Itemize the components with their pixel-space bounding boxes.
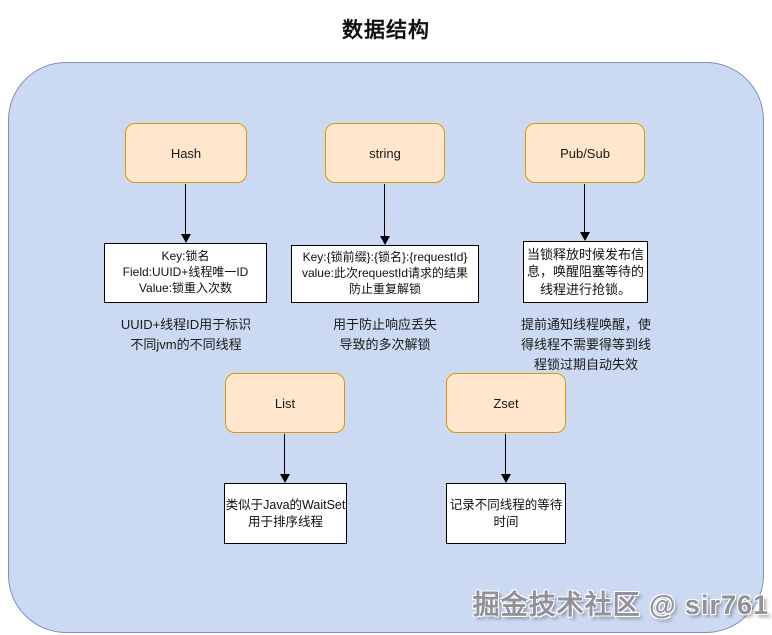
node-string: string (325, 123, 445, 183)
detail-line: 防止重复解锁 (348, 281, 421, 296)
detail-box-zset: 记录不同线程的等待 时间 (446, 483, 566, 544)
diagram-title: 数据结构 (342, 19, 430, 42)
arrow-down-zset-icon (500, 434, 511, 483)
node-list: List (225, 373, 345, 433)
caption-line: 提前通知线程唤醒，使 (520, 317, 651, 332)
watermark: 掘金技术社区 @ sir761 (472, 590, 769, 620)
caption-line: 用于防止响应丢失 (332, 317, 437, 332)
caption-string: 用于防止响应丢失 导致的多次解锁 (290, 315, 480, 355)
detail-box-pubsub: 当锁释放时候发布信 息，唤醒阻塞等待的 线程进行抢锁。 (523, 241, 648, 303)
detail-line: 线程进行抢锁。 (539, 281, 631, 297)
caption-line: 得线程不需要得等到线 (520, 337, 651, 353)
detail-line: Key:锁名 (161, 249, 210, 264)
caption-line: 导致的多次解锁 (339, 337, 431, 353)
node-hash: Hash (125, 123, 247, 183)
caption-line: 不同jvm的不同线程 (130, 337, 242, 353)
node-pubsub: Pub/Sub (525, 123, 645, 183)
detail-line: Key:{锁前缀}:{锁名}:{requestId} (302, 250, 468, 265)
arrow-down-list-icon (279, 434, 290, 483)
detail-line: 当锁释放时候发布信 (526, 247, 644, 263)
detail-box-list: 类似于Java的WaitSet 用于排序线程 (224, 483, 347, 544)
detail-line: Value:锁重入次数 (138, 280, 233, 295)
arrow-down-pubsub-icon (579, 184, 590, 241)
detail-line: 类似于Java的WaitSet (225, 498, 346, 512)
caption-pubsub: 提前通知线程唤醒，使 得线程不需要得等到线 程锁过期自动失效 (491, 315, 681, 375)
caption-line: 程锁过期自动失效 (533, 357, 638, 373)
arrow-down-hash-icon (180, 184, 191, 243)
detail-box-hash: Key:锁名 Field:UUID+线程唯一ID Value:锁重入次数 (104, 243, 267, 303)
detail-line: 记录不同线程的等待 (449, 498, 563, 512)
arrow-down-string-icon (379, 184, 390, 245)
detail-line: 用于排序线程 (247, 514, 323, 529)
caption-line: UUID+线程ID用于标识 (120, 317, 252, 332)
detail-box-string: Key:{锁前缀}:{锁名}:{requestId} value:此次reque… (291, 245, 479, 303)
detail-line: value:此次requestId请求的结果 (301, 266, 469, 281)
node-zset: Zset (446, 373, 566, 433)
detail-line: Field:UUID+线程唯一ID (122, 265, 249, 280)
detail-line: 时间 (493, 514, 519, 529)
detail-line: 息，唤醒阻塞等待的 (526, 264, 644, 280)
caption-hash: UUID+线程ID用于标识 不同jvm的不同线程 (91, 315, 281, 355)
